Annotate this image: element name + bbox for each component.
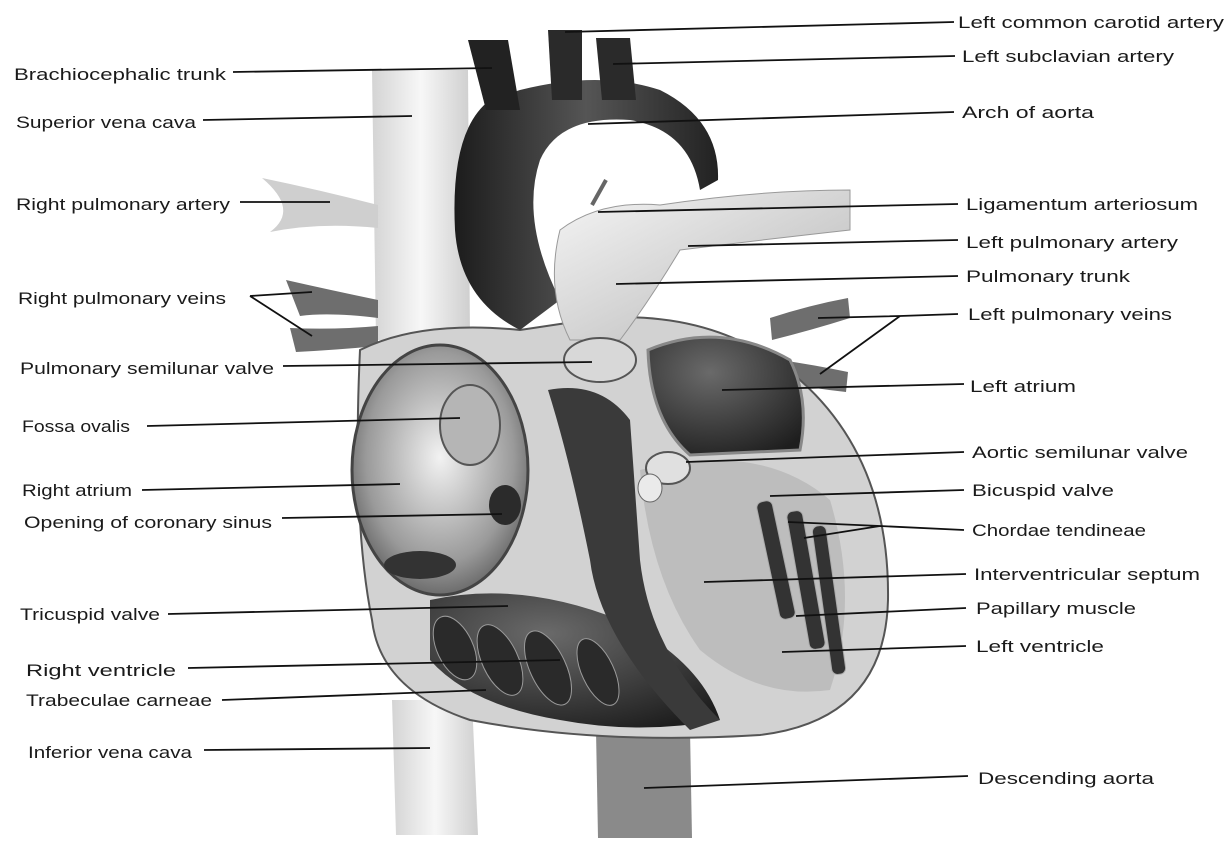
label-right-pulmonary-artery: Right pulmonary artery <box>16 195 231 214</box>
label-superior-vena-cava: Superior vena cava <box>16 113 197 132</box>
leader-left-subclavian-artery <box>613 56 955 64</box>
label-pulmonary-semilunar-valve: Pulmonary semilunar valve <box>20 359 274 378</box>
heart-illustration <box>262 30 888 838</box>
label-bicuspid-valve: Bicuspid valve <box>972 481 1114 500</box>
label-tricuspid-valve: Tricuspid valve <box>20 605 160 624</box>
right-labels: Left common carotid artery Left subclavi… <box>958 13 1225 788</box>
label-papillary-muscle: Papillary muscle <box>976 599 1136 618</box>
ligamentum-shape <box>592 180 606 205</box>
label-arch-of-aorta: Arch of aorta <box>962 103 1095 122</box>
label-left-atrium: Left atrium <box>970 377 1076 396</box>
label-fossa-ovalis: Fossa ovalis <box>22 417 130 436</box>
right-pulmonary-artery-shape <box>262 178 378 232</box>
brachiocephalic-shape <box>468 40 520 110</box>
label-right-atrium: Right atrium <box>22 481 132 500</box>
left-labels: Brachiocephalic trunk Superior vena cava… <box>14 65 274 762</box>
label-ligamentum-arteriosum: Ligamentum arteriosum <box>966 195 1198 214</box>
pulmonary-valve-shape <box>564 338 636 382</box>
coronary-sinus-opening-shape <box>489 485 521 525</box>
label-descending-aorta: Descending aorta <box>978 769 1155 788</box>
label-interventricular-septum: Interventricular septum <box>974 565 1200 584</box>
aortic-valve-cusp-shape <box>638 474 662 502</box>
label-brachiocephalic-trunk: Brachiocephalic trunk <box>14 65 227 84</box>
left-pulmonary-vein-upper-shape <box>770 298 850 340</box>
label-inferior-vena-cava: Inferior vena cava <box>28 743 193 762</box>
label-left-pulmonary-artery: Left pulmonary artery <box>966 233 1179 252</box>
right-pulmonary-vein-upper-shape <box>286 280 378 318</box>
label-chordae-tendineae: Chordae tendineae <box>972 521 1146 540</box>
label-opening-of-coronary-sinus: Opening of coronary sinus <box>24 513 272 532</box>
descending-aorta-shape <box>596 730 692 838</box>
right-atrium-dark-fold-shape <box>384 551 456 579</box>
left-subclavian-shape <box>596 38 636 100</box>
label-right-ventricle: Right ventricle <box>26 661 176 680</box>
leader-pulmonary-trunk <box>616 276 958 284</box>
left-common-carotid-shape <box>548 30 582 100</box>
fossa-ovalis-shape <box>440 385 500 465</box>
inferior-vena-cava-shape <box>392 700 478 835</box>
leader-left-common-carotid-artery <box>565 22 954 32</box>
leader-descending-aorta <box>644 776 968 788</box>
label-pulmonary-trunk: Pulmonary trunk <box>966 267 1131 286</box>
label-trabeculae-carneae: Trabeculae carneae <box>26 691 212 710</box>
label-left-subclavian-artery: Left subclavian artery <box>962 47 1175 66</box>
label-left-pulmonary-veins: Left pulmonary veins <box>968 305 1172 324</box>
label-right-pulmonary-veins: Right pulmonary veins <box>18 289 226 308</box>
label-aortic-semilunar-valve: Aortic semilunar valve <box>972 443 1188 462</box>
label-left-common-carotid-artery: Left common carotid artery <box>958 13 1225 32</box>
leader-left-pulmonary-veins <box>818 314 958 374</box>
label-left-ventricle: Left ventricle <box>976 637 1104 656</box>
